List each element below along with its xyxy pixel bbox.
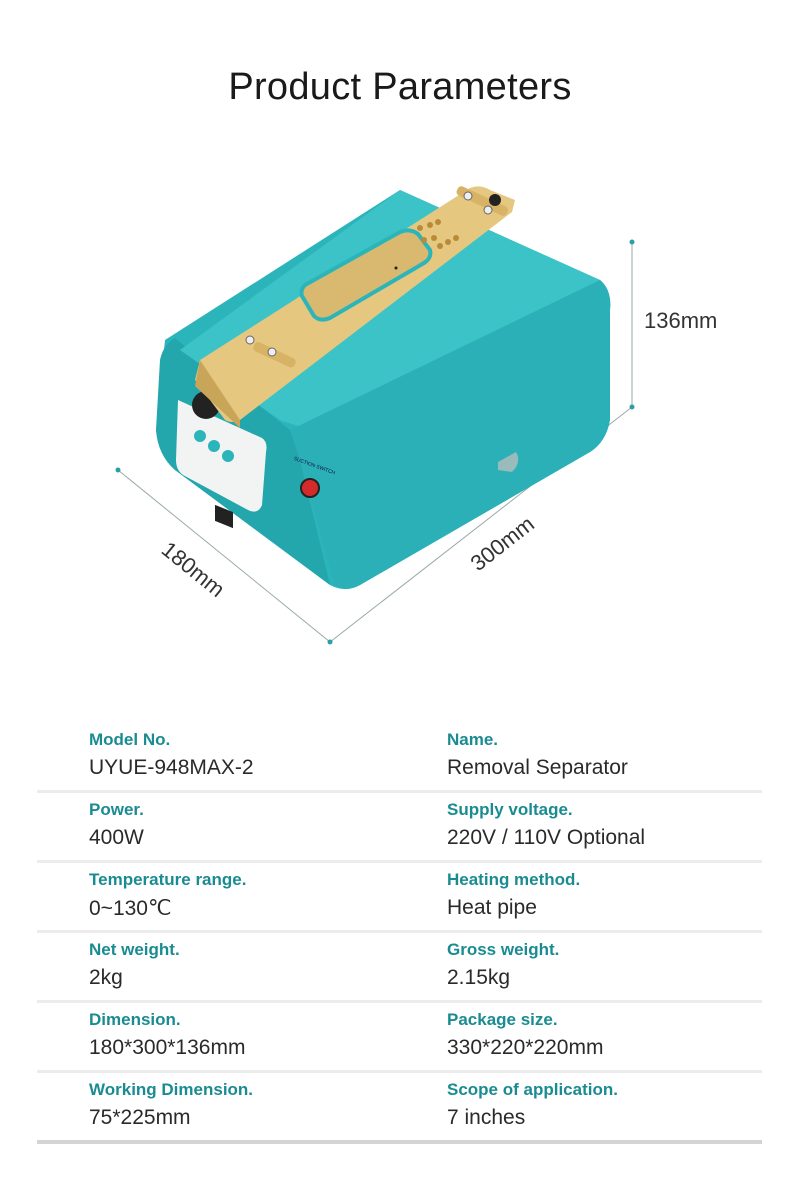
spec-label: Name.	[447, 730, 499, 749]
spec-row: Power. 400W Supply voltage. 220V / 110V Opt…	[37, 790, 762, 863]
page-title: Product Parameters	[228, 66, 572, 108]
spec-value: UYUE-948MAX-2	[89, 756, 254, 779]
suction-switch	[300, 478, 320, 498]
spec-label: Working Dimension.	[89, 1080, 254, 1099]
spec-label: Heating method.	[447, 870, 581, 889]
spec-cell: Net weight. 2kg	[89, 930, 180, 990]
spec-value: Removal Separator	[447, 756, 628, 779]
spec-value: Heat pipe	[447, 896, 537, 919]
spec-value: 75*225mm	[89, 1106, 191, 1129]
spec-cell: Model No. UYUE-948MAX-2	[89, 720, 254, 780]
spec-label: Scope of application.	[447, 1080, 618, 1099]
spec-value: 2.15kg	[447, 966, 511, 989]
spec-value: 0~130℃	[89, 897, 172, 920]
heating-plate	[195, 186, 515, 428]
width-label: 180mm	[157, 536, 230, 602]
spec-label: Dimension.	[89, 1010, 181, 1029]
spec-label: Gross weight.	[447, 940, 560, 959]
spec-label: Temperature range.	[89, 870, 247, 889]
spec-label: Power.	[89, 800, 144, 819]
spec-row: Net weight. 2kg Gross weight. 2.15kg	[37, 930, 762, 1003]
spec-cell: Working Dimension. 75*225mm	[89, 1070, 253, 1130]
spec-cell: Name. Removal Separator	[447, 720, 628, 780]
spec-label: Model No.	[89, 730, 171, 749]
spec-cell: Power. 400W	[89, 790, 144, 850]
spec-cell: Heating method. Heat pipe	[447, 860, 580, 920]
height-label: 136mm	[644, 308, 717, 333]
length-label: 300mm	[466, 511, 539, 576]
product-illustration: 136mm 180mm 300mm SUCTION SWITCH	[115, 186, 717, 645]
spec-value: 7 inches	[447, 1106, 526, 1129]
temperature-display	[215, 504, 233, 529]
spec-label: Supply voltage.	[447, 800, 573, 819]
spec-value: 220V / 110V Optional	[447, 826, 646, 849]
spec-cell: Supply voltage. 220V / 110V Optional	[447, 790, 645, 850]
spec-cell: Temperature range. 0~130℃	[89, 860, 246, 921]
spec-value: 2kg	[89, 966, 123, 989]
spec-value: 330*220*220mm	[447, 1036, 604, 1059]
spec-row: Dimension. 180*300*136mm Package size. 330*…	[37, 1000, 762, 1073]
spec-cell: Gross weight. 2.15kg	[447, 930, 559, 990]
spec-row: Working Dimension. 75*225mm Scope of appli…	[37, 1070, 762, 1144]
spec-cell: Package size. 330*220*220mm	[447, 1000, 603, 1060]
spec-value: 180*300*136mm	[89, 1036, 246, 1059]
spec-value: 400W	[89, 826, 144, 849]
spec-row: Model No. UYUE-948MAX-2 Name. Removal Separ…	[37, 720, 762, 793]
spec-label: Package size.	[447, 1010, 558, 1029]
spec-label: Net weight.	[89, 940, 180, 959]
spec-cell: Scope of application. 7 inches	[447, 1070, 618, 1130]
spec-cell: Dimension. 180*300*136mm	[89, 1000, 245, 1060]
